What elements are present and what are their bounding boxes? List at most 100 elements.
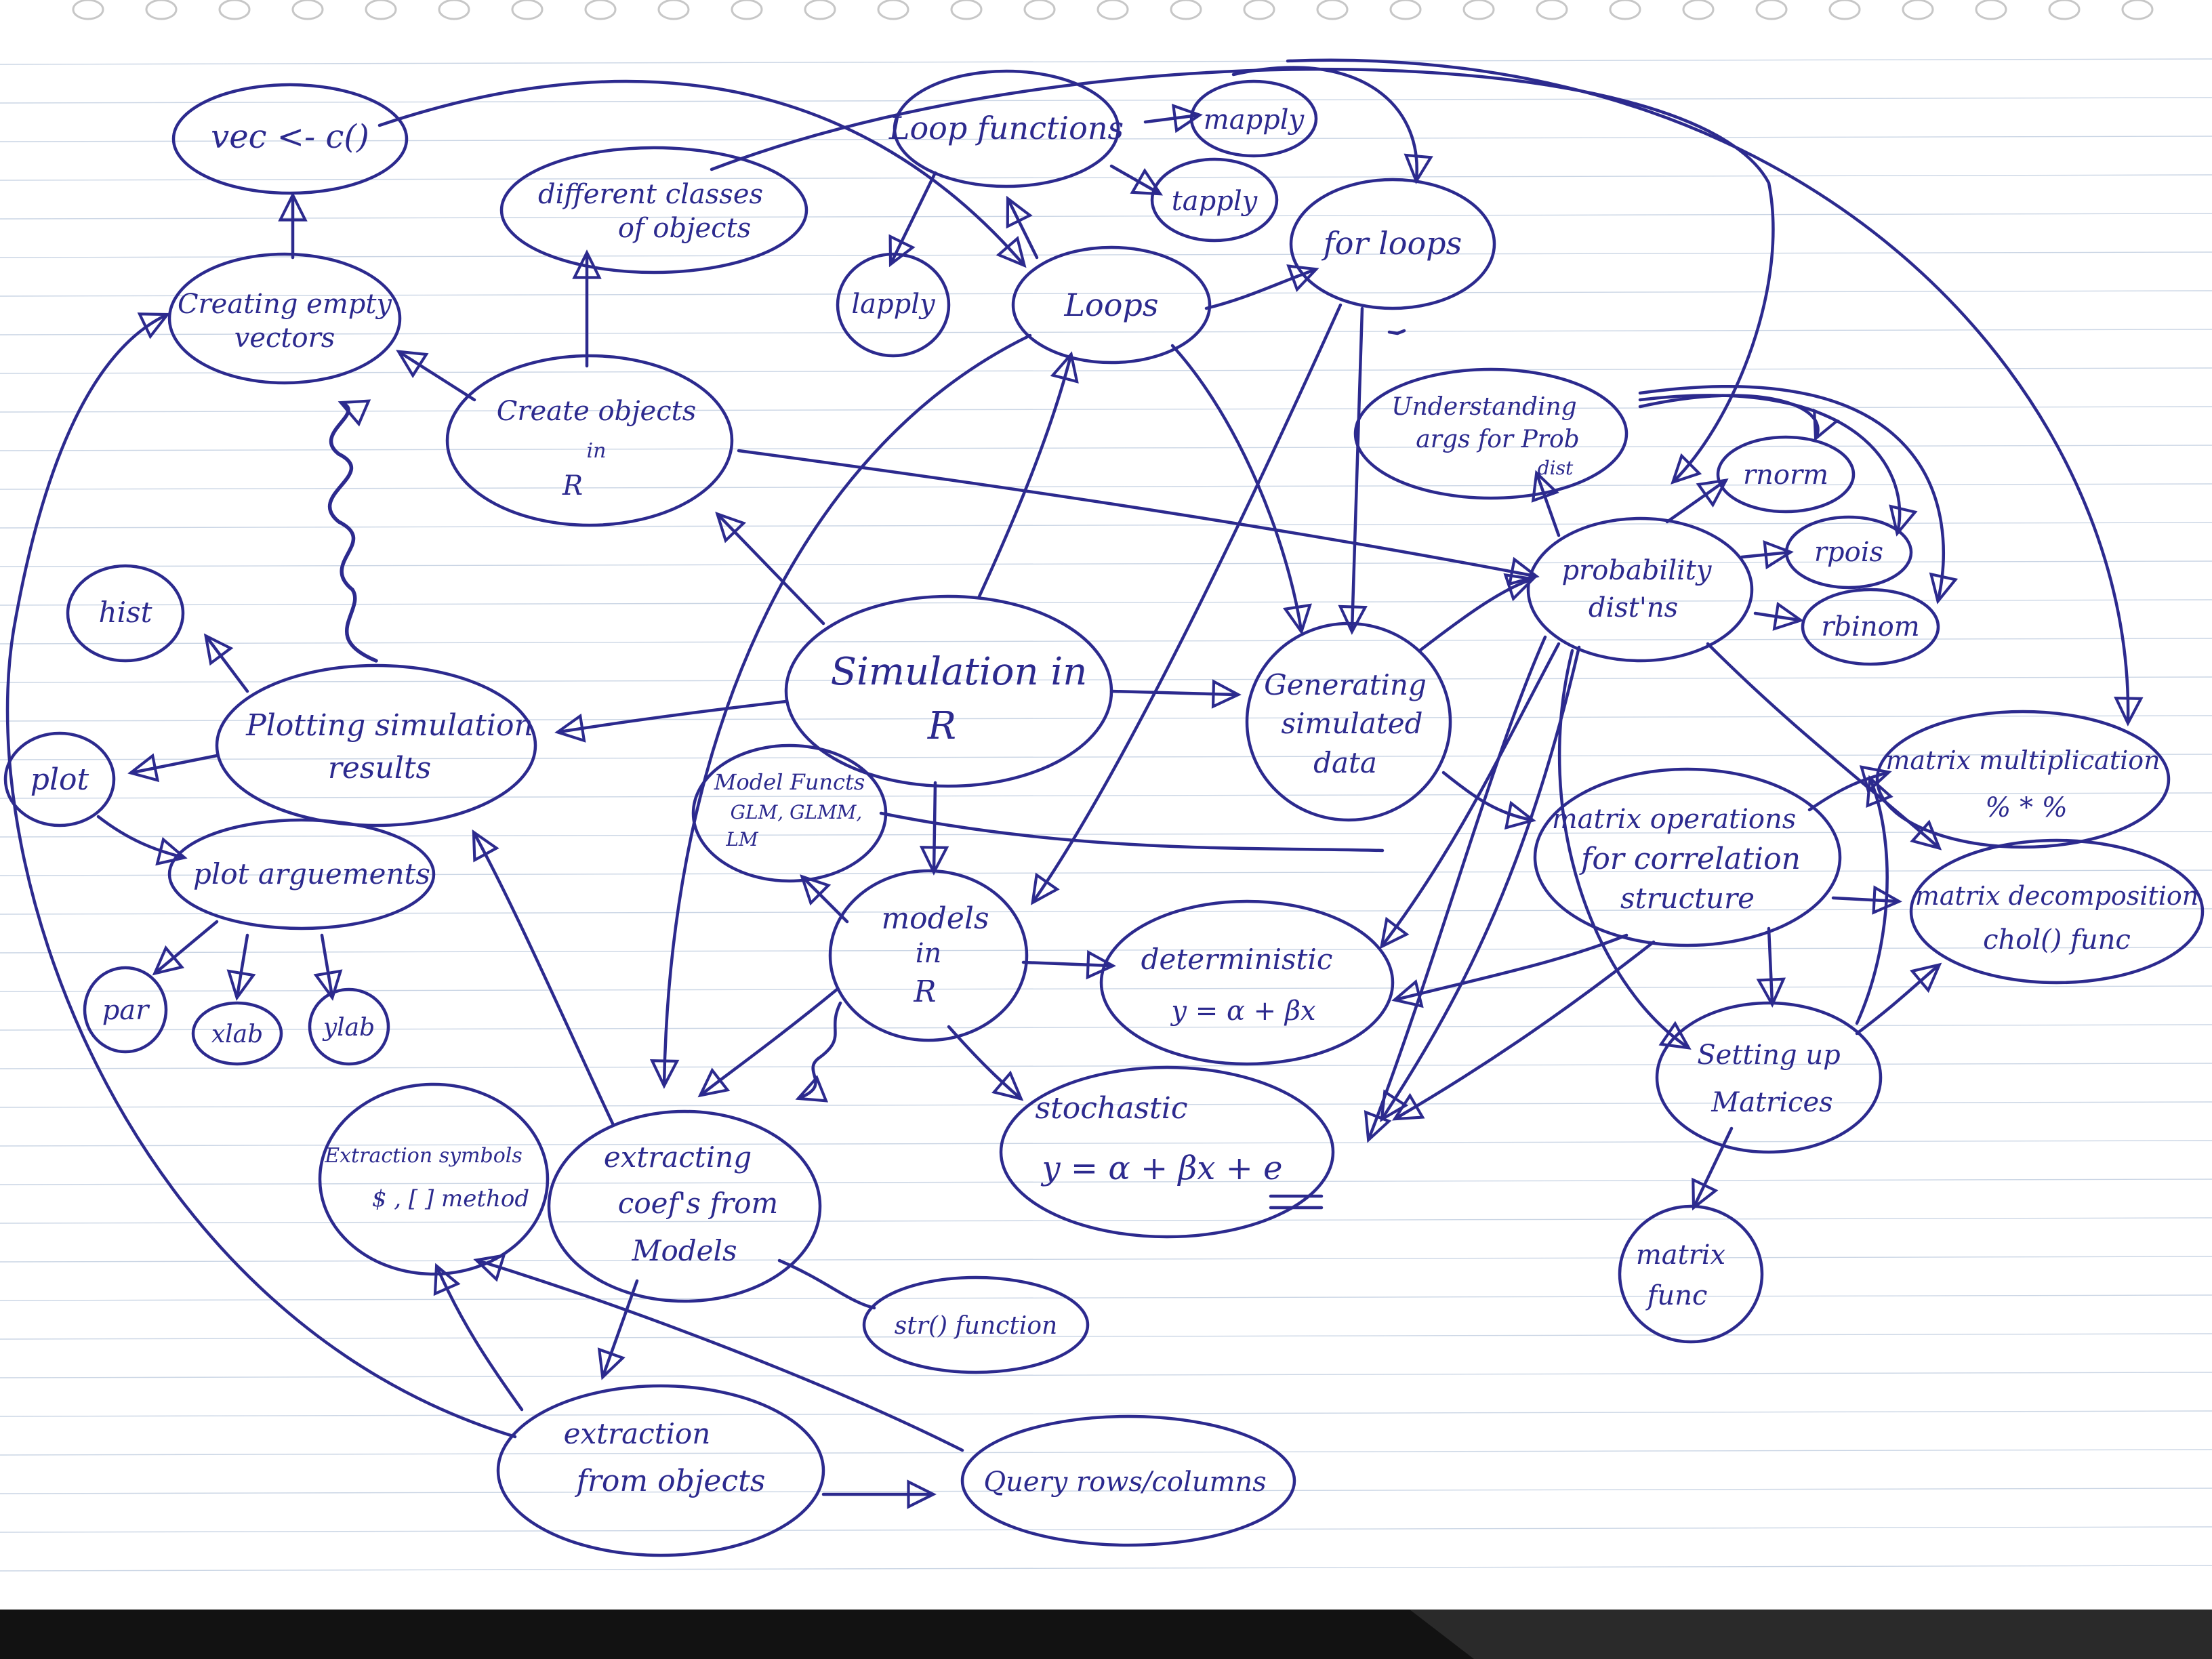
nodes: vec <- c() Creating empty vectors differ… bbox=[3, 69, 2205, 1557]
edge-setting-to-mult bbox=[1855, 779, 1887, 1025]
ruled-line bbox=[0, 676, 2212, 683]
node-generating-label-3: data bbox=[1313, 746, 1377, 779]
node-deterministic-label-2: y = α + βx bbox=[1170, 996, 1315, 1027]
node-extraction-symbols-ellipse bbox=[318, 1082, 550, 1276]
ruled-line bbox=[0, 1488, 2212, 1494]
spiral-holes bbox=[72, 0, 2154, 20]
node-simulation-label-1: Simulation in bbox=[831, 650, 1088, 694]
ruled-line bbox=[0, 329, 2212, 335]
node-model-functions-label-3: LM bbox=[725, 828, 759, 851]
edge-plot-to-args bbox=[96, 815, 183, 857]
edge-prob-to-rpois bbox=[1740, 552, 1789, 557]
spiral-hole bbox=[1682, 0, 1715, 20]
node-matrix-decomp-label-1: matrix decomposition bbox=[1915, 881, 2198, 911]
node-plotting-ellipse bbox=[215, 663, 537, 827]
node-create-objects-ellipse bbox=[445, 354, 734, 527]
edge-sim-to-plotting bbox=[559, 699, 788, 732]
edge-forloops-to-generating bbox=[1352, 306, 1362, 630]
node-matrix-decomp-ellipse bbox=[1909, 838, 2205, 985]
node-matrix-mult-label-2: % * % bbox=[1985, 792, 2067, 823]
edge-query-to-symbols bbox=[478, 1261, 964, 1452]
edge-plotting-to-hist bbox=[207, 637, 249, 693]
edge-plotting-to-creating-scribble bbox=[327, 403, 378, 663]
node-different-classes-ellipse bbox=[499, 146, 808, 274]
node-models-label-1: models bbox=[881, 901, 989, 936]
ruled-line bbox=[0, 1101, 2212, 1108]
node-create-objects-label-1: Create objects bbox=[497, 396, 696, 427]
edge-models-to-deterministic bbox=[1021, 962, 1111, 966]
edge-matrixops-to-mult bbox=[1807, 773, 1887, 812]
node-setting-up-label-1: Setting up bbox=[1697, 1040, 1840, 1071]
edge-arc-to-matrix-mult bbox=[1286, 58, 2128, 722]
node-generating-label-1: Generating bbox=[1264, 668, 1427, 701]
ruled-line bbox=[0, 1410, 2212, 1417]
ruled-line bbox=[0, 1140, 2212, 1147]
node-understanding-label-3: dist bbox=[1538, 457, 1574, 479]
edge-extracting-to-args bbox=[474, 834, 615, 1127]
node-extraction-symbols-label-1: Extraction symbols bbox=[324, 1144, 523, 1168]
node-for-loops-label: for loops bbox=[1322, 225, 1462, 262]
edge-generating-to-matrixops bbox=[1441, 771, 1532, 820]
spiral-hole bbox=[511, 0, 544, 20]
node-extraction-symbols-label-2: $ , [ ] method bbox=[372, 1185, 529, 1212]
ruled-line bbox=[0, 599, 2212, 606]
node-simulation-ellipse bbox=[784, 594, 1113, 788]
node-models-label-2: in bbox=[916, 938, 942, 969]
spiral-hole bbox=[438, 0, 470, 20]
edge-matrixops-to-deterministic bbox=[1396, 933, 1629, 1000]
ruled-line bbox=[0, 1024, 2212, 1031]
ruled-line bbox=[0, 1565, 2212, 1572]
node-rnorm-ellipse bbox=[1716, 435, 1856, 514]
node-query-ellipse bbox=[960, 1414, 1296, 1547]
node-plotting-label-1: Plotting simulation bbox=[245, 708, 533, 743]
node-lapply-ellipse bbox=[836, 252, 951, 358]
node-model-functions-label-2: GLM, GLMM, bbox=[731, 801, 863, 823]
node-rbinom-label: rbinom bbox=[1821, 611, 1919, 642]
node-extracting-coefs-label-3: Models bbox=[631, 1234, 737, 1267]
ruled-line bbox=[0, 290, 2212, 297]
edge-loopfn-to-lapply bbox=[891, 171, 937, 263]
edge-loops-to-loopfn bbox=[1008, 200, 1039, 260]
node-matrix-ops-label-1: matrix operations bbox=[1552, 804, 1797, 835]
edge-prob-to-rbinom bbox=[1753, 613, 1799, 620]
node-model-functions-ellipse bbox=[691, 743, 888, 883]
node-loop-functions-label: Loop functions bbox=[888, 110, 1124, 146]
spiral-hole bbox=[1828, 0, 1861, 20]
edge-extraction-to-symbols bbox=[437, 1267, 524, 1412]
edge-understanding-to-rbinom bbox=[1638, 385, 1944, 600]
spiral-hole bbox=[731, 0, 763, 20]
node-probability-label-2: dist'ns bbox=[1589, 592, 1678, 623]
spiral-hole bbox=[1536, 0, 1568, 20]
ruled-line bbox=[0, 483, 2212, 490]
node-understanding-label-2: args for Prob bbox=[1416, 426, 1579, 453]
spiral-hole bbox=[1170, 0, 1202, 20]
node-plotting-label-2: results bbox=[328, 751, 431, 785]
ruled-line bbox=[0, 1063, 2212, 1069]
node-creating-empty-label-2: vectors bbox=[234, 323, 335, 354]
ruled-line bbox=[0, 1256, 2212, 1263]
ruled-line bbox=[0, 1294, 2212, 1301]
spiral-hole bbox=[2121, 0, 2154, 20]
node-matrix-func-label-2: func bbox=[1645, 1280, 1708, 1311]
edge-args-to-xlab bbox=[237, 933, 247, 996]
node-tapply-label: tapply bbox=[1172, 186, 1258, 217]
edge-matrixops-to-setting bbox=[1769, 926, 1772, 1003]
edge-args-to-ylab bbox=[322, 933, 332, 996]
node-creating-empty-ellipse bbox=[167, 252, 402, 385]
spiral-hole bbox=[2048, 0, 2081, 20]
spiral-hole bbox=[1609, 0, 1641, 20]
node-probability-label-1: probability bbox=[1562, 555, 1713, 586]
node-tapply-ellipse bbox=[1150, 157, 1279, 243]
spiral-hole bbox=[1023, 0, 1056, 20]
spiral-hole bbox=[1243, 0, 1275, 20]
edge-args-to-par bbox=[156, 920, 219, 972]
node-query-label: Query rows/columns bbox=[983, 1467, 1266, 1498]
edges bbox=[5, 58, 2128, 1494]
ruled-line bbox=[0, 792, 2212, 799]
node-plot-arguments-ellipse bbox=[167, 818, 436, 930]
node-matrix-decomp-label-2: chol() func bbox=[1983, 924, 2131, 956]
edge-generating-to-prob bbox=[1418, 579, 1532, 653]
node-vec-ellipse bbox=[171, 83, 409, 195]
